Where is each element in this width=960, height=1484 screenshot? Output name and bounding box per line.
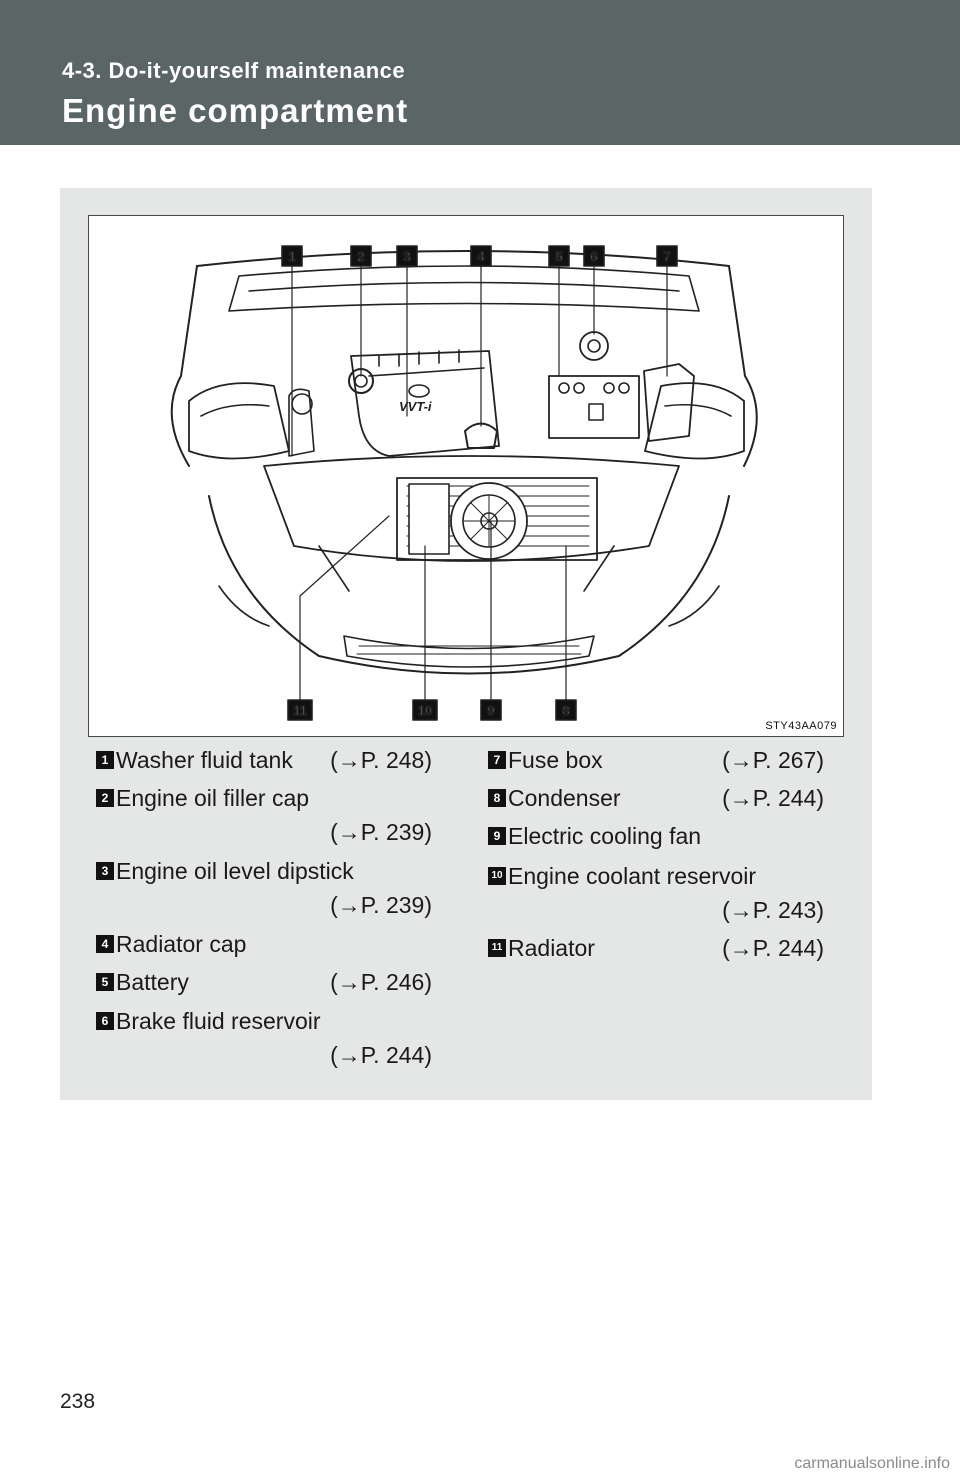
legend-item-10: 10 Engine coolant reservoir (→P. 243) xyxy=(488,860,828,926)
svg-text:2: 2 xyxy=(357,249,364,264)
engine-drawing: VVT-i xyxy=(170,245,758,721)
callout-top-4: 4 xyxy=(470,245,492,267)
svg-text:10: 10 xyxy=(418,703,432,718)
legend-number: 5 xyxy=(96,973,114,991)
legend-item-8: 8 Condenser (→P. 244) xyxy=(488,782,828,816)
legend-number: 4 xyxy=(96,935,114,953)
legend-item-7: 7 Fuse box (→P. 267) xyxy=(488,744,828,778)
legend-page-ref: (→P. 243) xyxy=(722,897,824,923)
page-header: 4-3. Do-it-yourself maintenance Engine c… xyxy=(0,0,960,145)
legend-number: 8 xyxy=(488,789,506,807)
legend-number: 9 xyxy=(488,827,506,845)
callout-top-1: 1 xyxy=(281,245,303,267)
callout-top-6: 6 xyxy=(583,245,605,267)
legend-item-6: 6 Brake fluid reservoir (→P. 244) xyxy=(96,1005,436,1071)
legend-label: Radiator xyxy=(508,935,595,961)
legend-label: Electric cooling fan xyxy=(508,823,702,849)
legend-number: 10 xyxy=(488,867,506,885)
callout-top-2: 2 xyxy=(350,245,372,267)
callout-top-5: 5 xyxy=(548,245,570,267)
legend-label: Radiator cap xyxy=(116,931,247,957)
callout-top-3: 3 xyxy=(396,245,418,267)
callout-top-7: 7 xyxy=(656,245,678,267)
callout-bottom-9: 9 xyxy=(480,699,502,721)
svg-text:1: 1 xyxy=(288,249,295,264)
callout-bottom-10: 10 xyxy=(412,699,438,721)
callout-bottom-11: 11 xyxy=(287,699,313,721)
page-title: Engine compartment xyxy=(62,92,409,129)
legend-label: Engine oil level dipstick xyxy=(116,858,354,884)
legend-item-5: 5 Battery (→P. 246) xyxy=(96,966,436,1000)
legend-item-1: 1 Washer fluid tank (→P. 248) xyxy=(96,744,436,778)
watermark: carmanualsonline.info xyxy=(794,1455,950,1472)
legend-number: 7 xyxy=(488,751,506,769)
legend-page-ref: (→P. 239) xyxy=(330,892,432,918)
legend-label: Fuse box xyxy=(508,747,603,773)
legend-item-4: 4 Radiator cap xyxy=(96,928,436,962)
legend-number: 2 xyxy=(96,789,114,807)
figure-code: STY43AA079 xyxy=(765,720,837,732)
svg-text:11: 11 xyxy=(293,703,307,718)
legend-page-ref: (→P. 246) xyxy=(330,969,432,995)
legend-number: 11 xyxy=(488,939,506,957)
legend-label: Washer fluid tank xyxy=(116,747,293,773)
svg-text:8: 8 xyxy=(562,703,569,718)
legend-page-ref: (→P. 244) xyxy=(330,1042,432,1068)
legend-page-ref: (→P. 239) xyxy=(330,819,432,845)
legend-number: 1 xyxy=(96,751,114,769)
svg-text:9: 9 xyxy=(487,703,494,718)
legend-label: Engine oil filler cap xyxy=(116,785,310,811)
legend-item-2: 2 Engine oil filler cap (→P. 239) xyxy=(96,782,436,848)
legend-item-11: 11 Radiator (→P. 244) xyxy=(488,932,828,966)
svg-text:4: 4 xyxy=(477,249,485,264)
svg-text:5: 5 xyxy=(555,249,562,264)
legend-page-ref: (→P. 244) xyxy=(722,935,824,961)
engine-illustration: VVT-i xyxy=(88,215,844,737)
callout-bottom-8: 8 xyxy=(555,699,577,721)
svg-text:3: 3 xyxy=(403,249,410,264)
svg-text:6: 6 xyxy=(590,249,597,264)
legend-label: Condenser xyxy=(508,785,621,811)
legend-item-9: 9 Electric cooling fan xyxy=(488,820,828,854)
page-number: 238 xyxy=(60,1390,96,1413)
vvti-logo: VVT-i xyxy=(399,399,432,414)
section-title: 4-3. Do-it-yourself maintenance xyxy=(62,58,406,83)
legend-label: Battery xyxy=(116,969,189,995)
legend-number: 3 xyxy=(96,862,114,880)
legend-page-ref: (→P. 267) xyxy=(722,747,824,773)
legend-item-3: 3 Engine oil level dipstick (→P. 239) xyxy=(96,855,436,921)
legend-page-ref: (→P. 244) xyxy=(722,785,824,811)
legend-label: Brake fluid reservoir xyxy=(116,1008,321,1034)
legend-page-ref: (→P. 248) xyxy=(330,747,432,773)
svg-text:7: 7 xyxy=(663,249,670,264)
legend-number: 6 xyxy=(96,1012,114,1030)
legend-label: Engine coolant reservoir xyxy=(508,863,757,889)
